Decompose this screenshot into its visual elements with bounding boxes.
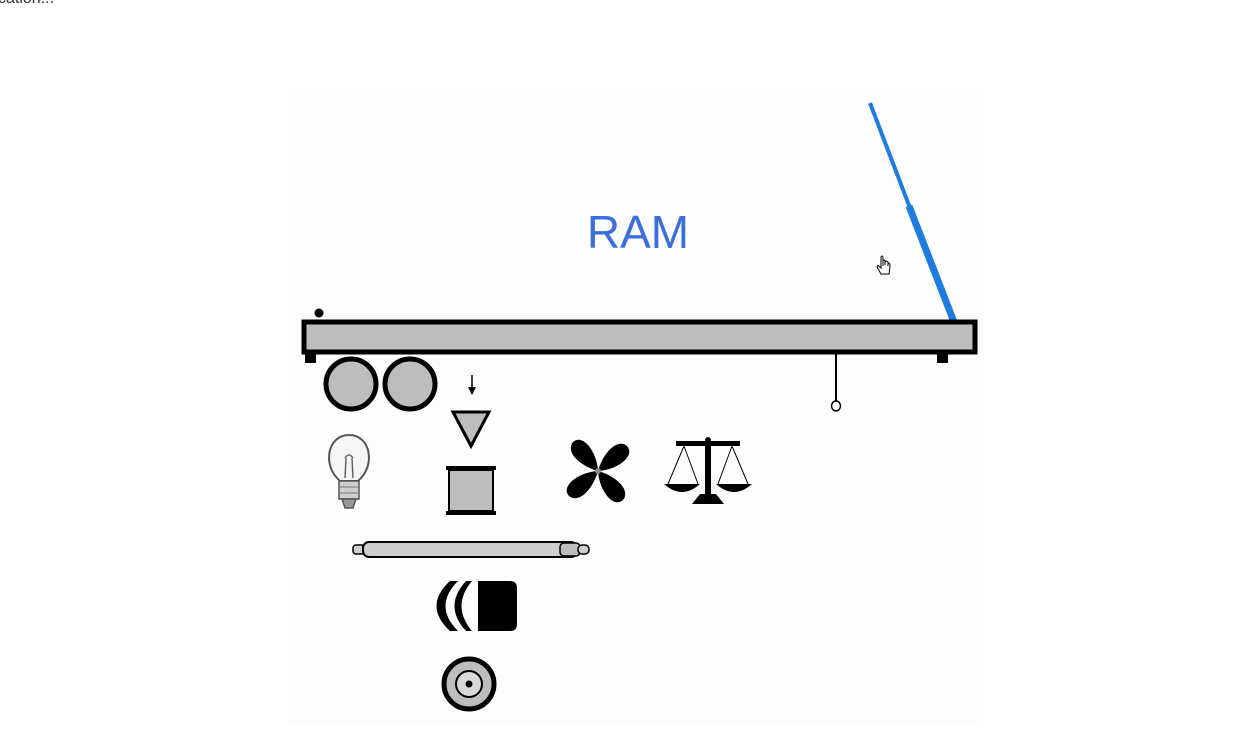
light-bulb-icon[interactable] [328, 433, 370, 509]
double-wheel-icon[interactable] [323, 356, 438, 412]
rod-icon[interactable] [352, 541, 590, 558]
fan-icon[interactable] [566, 439, 630, 503]
diagram-title: RAM [587, 206, 689, 258]
track-beam-icon [301, 319, 978, 363]
pointer-needle-icon[interactable] [868, 102, 958, 324]
top-caption-text: cation... [0, 0, 54, 8]
ring-target-icon[interactable] [441, 656, 497, 712]
funnel-icon[interactable] [450, 410, 492, 450]
pendant-icon [830, 352, 842, 412]
lens-block-icon[interactable] [436, 581, 518, 631]
spool-icon[interactable] [446, 466, 496, 515]
balance-scale-icon[interactable] [664, 437, 752, 504]
marker-dot [314, 308, 324, 318]
hand-cursor-icon [876, 255, 891, 275]
down-arrow-icon [468, 375, 476, 395]
